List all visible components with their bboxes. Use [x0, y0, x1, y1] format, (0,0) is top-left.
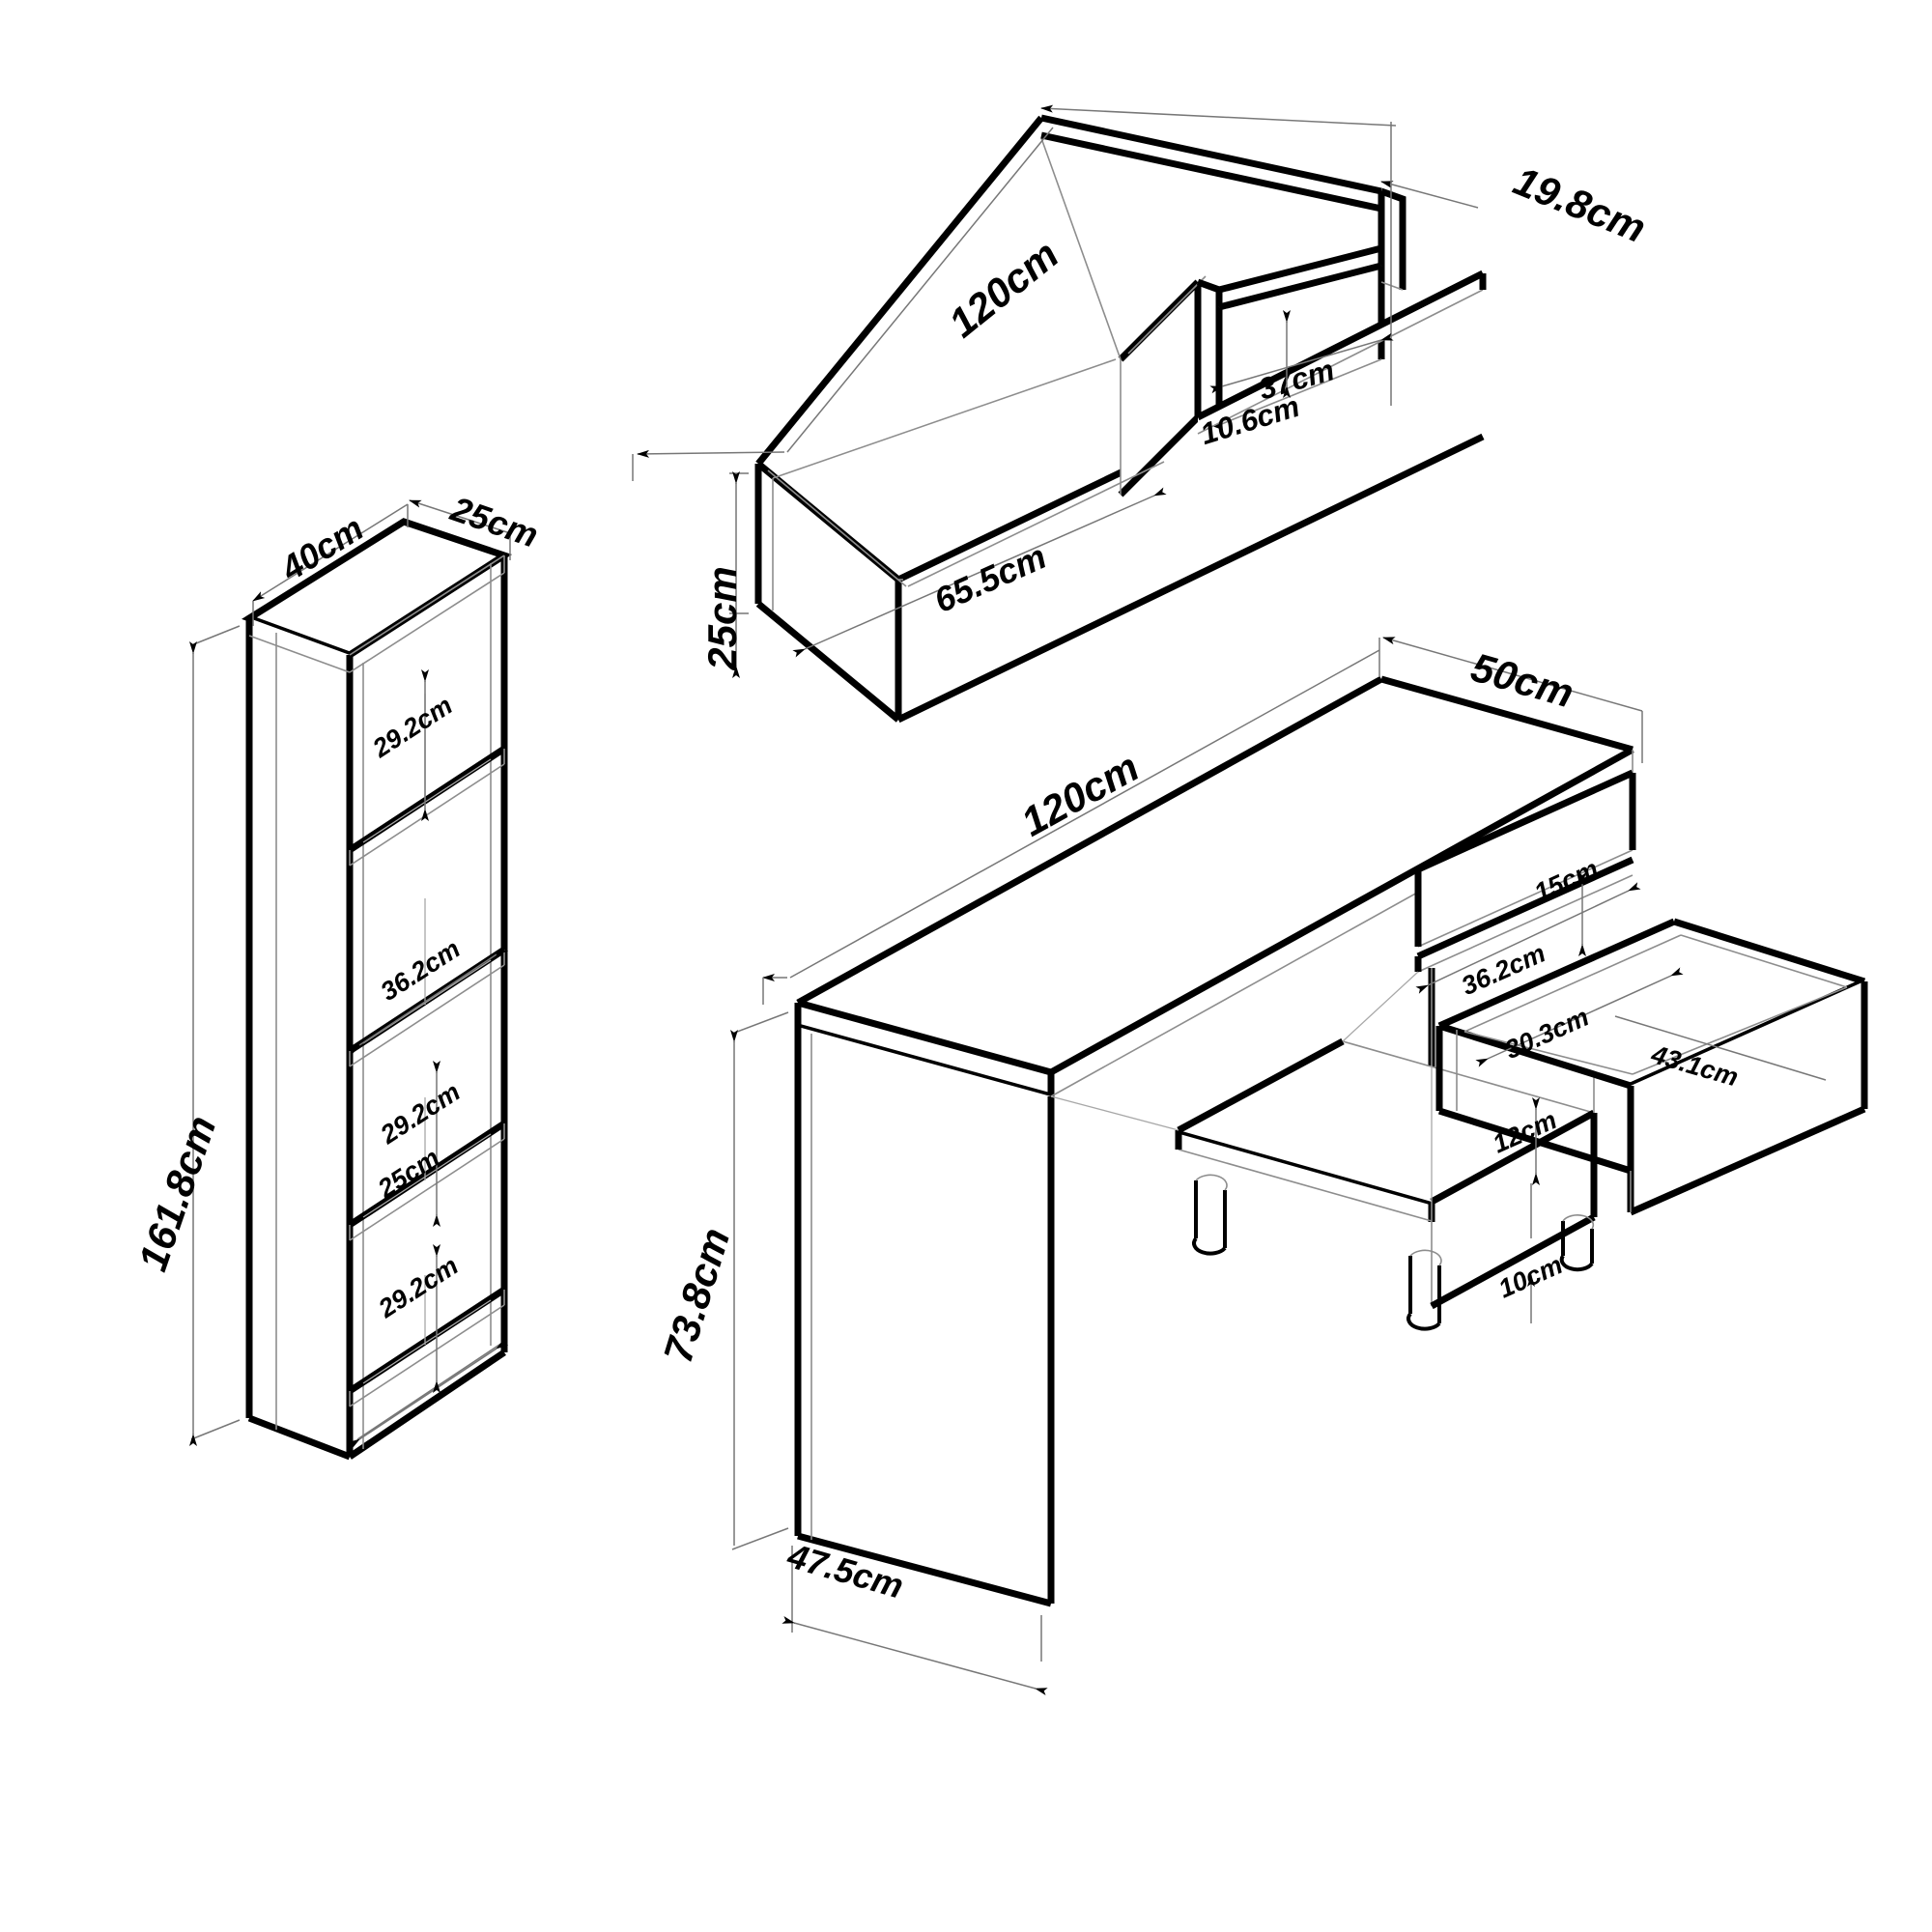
shelf-height-label: 19.8cm: [1508, 157, 1653, 251]
wall-shelf-assembly: 120cm 19.8cm 25cm 65.5cm 37cm: [632, 104, 1653, 724]
shelf-width-label: 120cm: [940, 231, 1066, 346]
dim-shelf-width: 120cm: [632, 127, 1066, 481]
dim-shelf-bay-left: 65.5cm: [792, 487, 1167, 658]
desk-assembly: 120cm 50cm 73.8cm 47.5cm 15cm: [655, 637, 1868, 1696]
shelf-depth-label: 25cm: [699, 566, 745, 670]
bookcase-cubby-1-label: 29.2cm: [367, 691, 458, 764]
dim-desk-height: 73.8cm: [655, 1011, 789, 1550]
bookcase-cubby-2-label: 29.2cm: [375, 1077, 466, 1151]
bookcase-assembly: 40cm 25cm 161.8cm 29.2cm 36.2cm 29: [129, 488, 543, 1461]
shelf-bay-left-label: 65.5cm: [928, 536, 1052, 620]
dim-shelf-depth: 25cm: [699, 471, 749, 678]
bookcase-cubby-4-label: 29.2cm: [373, 1251, 464, 1324]
desk-height-label: 73.8cm: [655, 1223, 739, 1368]
bookcase-inner-width-label: 36.2cm: [376, 934, 466, 1007]
bookcase-height-label: 161.8cm: [129, 1110, 224, 1276]
bookcase-cubby-3-label: 25cm: [372, 1143, 444, 1204]
dim-bookcase-height: 161.8cm: [129, 625, 241, 1446]
